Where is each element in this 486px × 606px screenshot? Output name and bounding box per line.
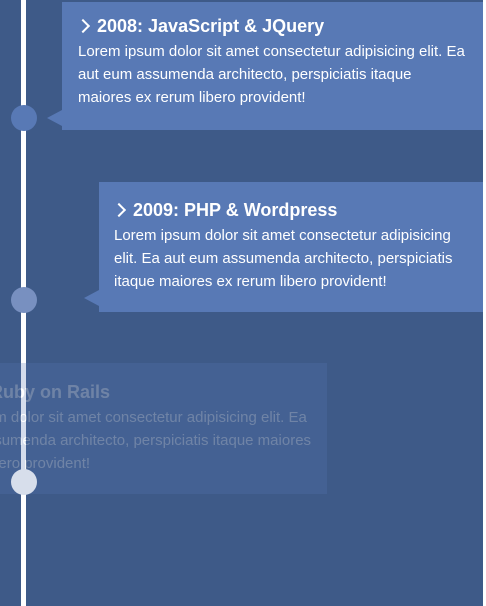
- timeline-dot: [11, 105, 37, 131]
- timeline-card-title-text: 2009: PHP & Wordpress: [133, 200, 338, 220]
- timeline-card-title-text: 2010: Ruby on Rails: [0, 382, 111, 402]
- timeline-dot: [11, 287, 37, 313]
- timeline-card-title: 2010: Ruby on Rails: [0, 381, 312, 403]
- timeline-card-body: Lorem ipsum dolor sit amet consectetur a…: [0, 409, 312, 472]
- timeline-card-body: Lorem ipsum dolor sit amet consectetur a…: [114, 227, 453, 290]
- timeline-card-body: Lorem ipsum dolor sit amet consectetur a…: [78, 43, 465, 106]
- chevron-right-icon: [111, 202, 127, 218]
- timeline-card-2009: 2009: PHP & Wordpress Lorem ipsum dolor …: [84, 182, 483, 312]
- timeline-card-2010: 2010: Ruby on Rails Lorem ipsum dolor si…: [0, 363, 327, 494]
- timeline-card-2008: 2008: JavaScript & JQuery Lorem ipsum do…: [47, 2, 483, 130]
- timeline-dot-active: [11, 469, 37, 495]
- chevron-right-icon: [75, 18, 91, 34]
- timeline-card-title: 2008: JavaScript & JQuery: [75, 15, 468, 37]
- timeline-card-title-text: 2008: JavaScript & JQuery: [97, 16, 325, 36]
- timeline-card-title: 2009: PHP & Wordpress: [111, 199, 475, 221]
